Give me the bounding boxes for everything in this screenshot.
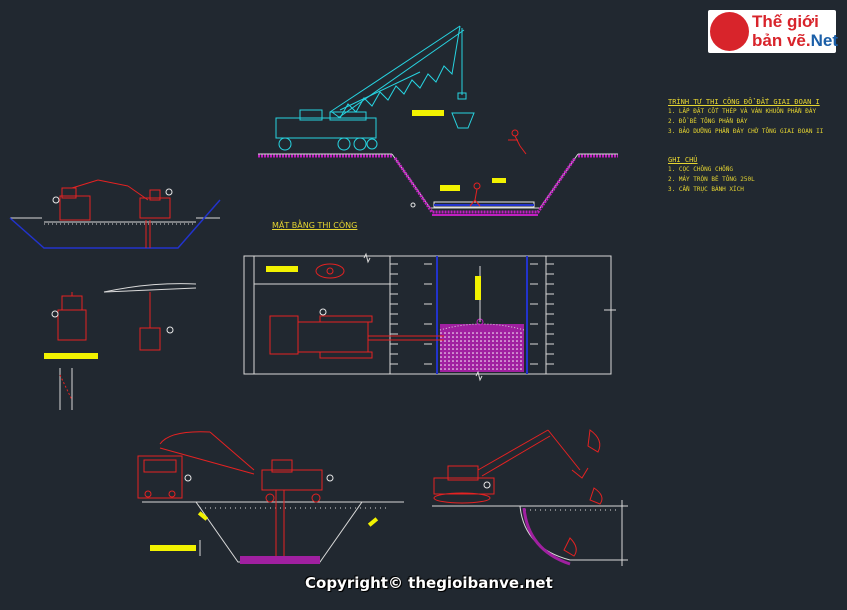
ghi-chu-item: 1. CỌC CHÔNG CHỐNG	[668, 166, 734, 173]
left-details	[44, 283, 197, 410]
ghi-chu-item: 2. MÁY TRỘN BÊ TÔNG 250L	[668, 176, 755, 183]
ghi-chu-item: 3. CẦN TRỤC BÁNH XÍCH	[668, 186, 744, 193]
notes-item: 3. BẢO DƯỠNG PHẦN ĐÁY CHỜ TÔNG GIAI ĐOẠN…	[668, 128, 824, 135]
site-logo[interactable]: Thế giới bản vẽ.Net	[708, 10, 838, 53]
construction-notes: TRÌNH TỰ THI CÔNG ĐỔ ĐẤT GIAI ĐOẠN I 1. …	[668, 97, 823, 195]
notes-item: 1. LẮP ĐẶT CỐT THÉP VÀ VÁN KHUÔN PHẦN ĐÁ…	[668, 108, 817, 115]
plan-title: MẶT BẰNG THI CÔNG	[272, 221, 358, 230]
logo-text-line2a: bản vẽ.	[752, 31, 811, 50]
notes-item: 2. ĐỔ BÊ TÔNG PHẦN ĐÁY	[668, 118, 748, 125]
crane-section	[258, 25, 618, 216]
house-icon	[710, 12, 749, 51]
bottom-left-section	[137, 431, 404, 564]
plan-scale-ticks	[390, 263, 554, 365]
notes-title: TRÌNH TỰ THI CÔNG ĐỔ ĐẤT GIAI ĐOẠN I	[668, 98, 820, 106]
copyright-watermark: Copyright© thegioibanve.net	[305, 574, 553, 592]
logo-text-line2: bản vẽ.Net	[752, 31, 838, 51]
logo-text-line2b: Net	[810, 31, 838, 50]
left-excavator-section	[9, 179, 221, 249]
logo-text-line1: Thế giới	[752, 12, 819, 31]
bottom-right-section	[432, 429, 628, 566]
ghi-chu-title: GHI CHÚ	[668, 156, 698, 164]
plan-view	[243, 252, 616, 382]
